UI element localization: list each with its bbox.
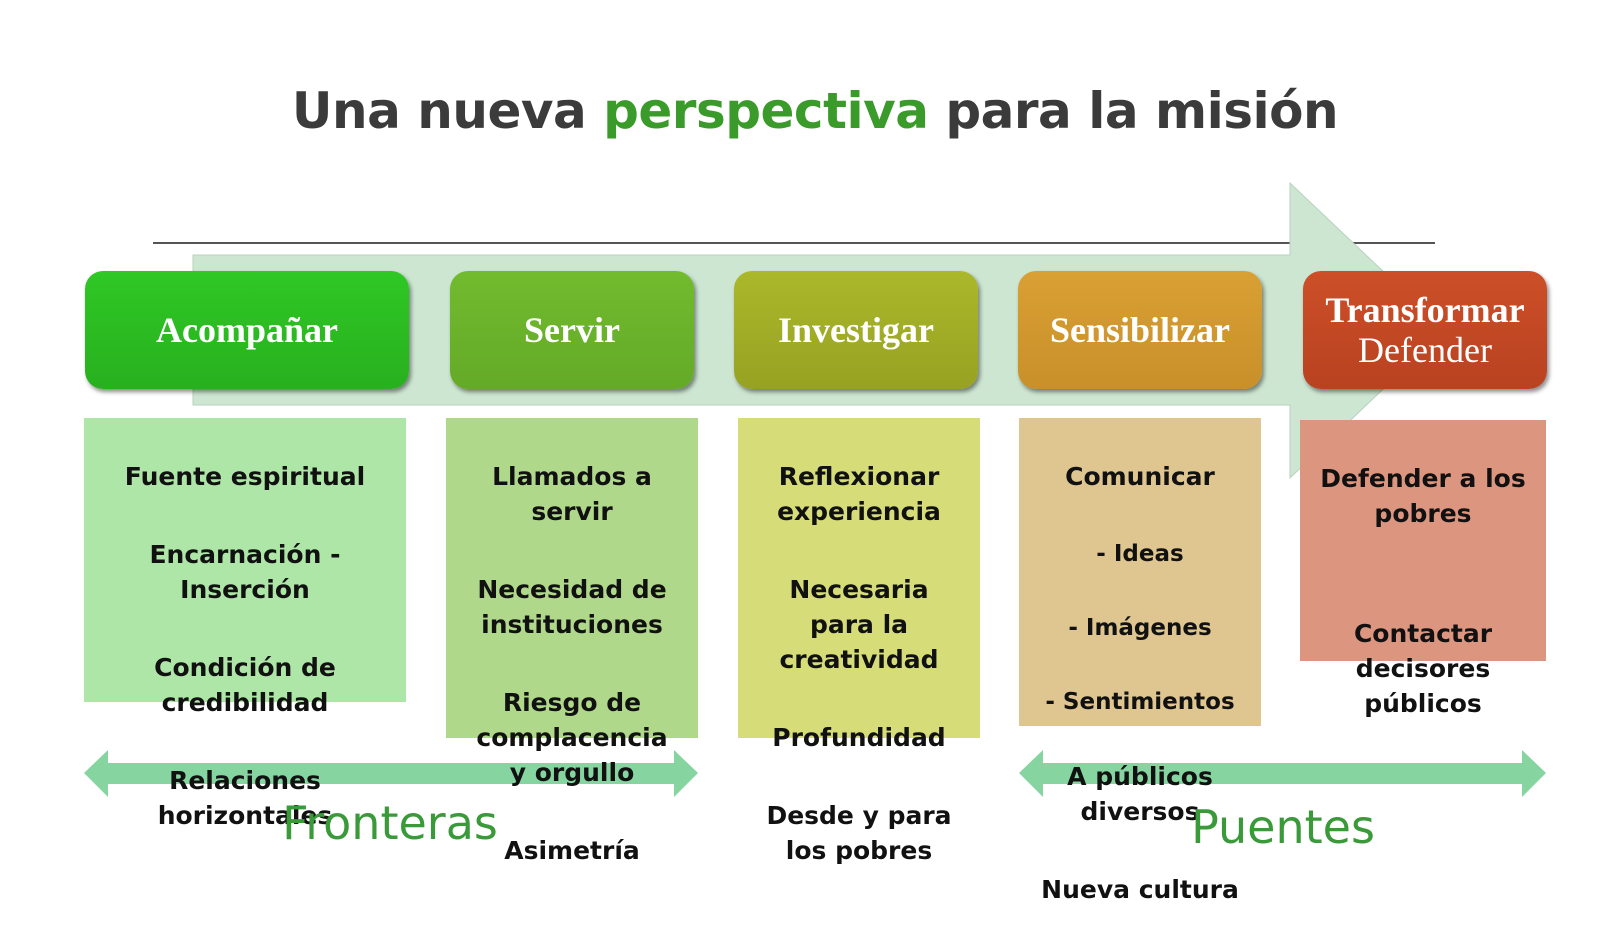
stage-title: Acompañar (156, 310, 338, 350)
detail-item: Condición de credibilidad (154, 653, 336, 717)
sensibilizar-details: Comunicar - Ideas - Imágenes - Sentimien… (1019, 418, 1261, 904)
detail-item: Contactar decisores públicos (1353, 619, 1493, 718)
stage-subtitle: Defender (1358, 330, 1492, 370)
detail-item: Necesidad de instituciones (477, 575, 667, 639)
detail-item: Fuente espiritual (124, 462, 366, 491)
stage-investigar: Investigar (734, 271, 978, 389)
stage-servir: Servir (450, 271, 694, 389)
detail-item: Comunicar (1065, 462, 1215, 491)
title-text: Una nueva (291, 82, 604, 140)
detail-item: Asimetría (504, 836, 640, 865)
detail-item: Profundidad (772, 723, 946, 752)
stage-title: Sensibilizar (1049, 310, 1231, 350)
detail-item: Necesaria para la creatividad (779, 575, 939, 674)
stage-acompanar: Acompañar (85, 271, 409, 389)
detail-subitem: - Ideas (1096, 541, 1184, 567)
detail-item: Relaciones horizontales (157, 766, 333, 830)
fronteras-label: Fronteras (282, 796, 498, 850)
title-text-end: para la misión (928, 82, 1339, 140)
fronteras-double-arrow (84, 750, 698, 797)
slide-title: Una nueva perspectiva para la misión (0, 82, 1600, 140)
detail-item: Defender a los pobres (1320, 464, 1526, 528)
transformar-details: Defender a los pobres Contactar decisore… (1300, 420, 1546, 718)
detail-item: Llamados a servir (492, 462, 652, 526)
detail-subitem: - Imágenes (1068, 615, 1212, 641)
acompanar-details: Fuente espiritual Encarnación - Inserció… (84, 418, 406, 830)
servir-details: Llamados a servir Necesidad de instituci… (446, 418, 698, 865)
detail-item: Encarnación - Inserción (149, 540, 341, 604)
detail-subitem: - Sentimientos (1045, 689, 1235, 715)
detail-item: Desde y para los pobres (766, 801, 952, 865)
detail-item: Nueva cultura (1041, 875, 1239, 904)
title-accent: perspectiva (603, 82, 929, 140)
stage-title: Servir (524, 310, 620, 350)
puentes-double-arrow (1019, 750, 1546, 797)
puentes-label: Puentes (1191, 800, 1375, 854)
detail-item: Riesgo de complacencia y orgullo (476, 688, 668, 787)
stage-title: Transformar (1325, 290, 1525, 330)
investigar-details: Reflexionar experiencia Necesaria para l… (738, 418, 980, 865)
detail-item: Reflexionar experiencia (777, 462, 941, 526)
detail-item: A públicos diversos (1067, 762, 1213, 826)
stage-sensibilizar: Sensibilizar (1018, 271, 1262, 389)
stage-title: Investigar (778, 310, 934, 350)
